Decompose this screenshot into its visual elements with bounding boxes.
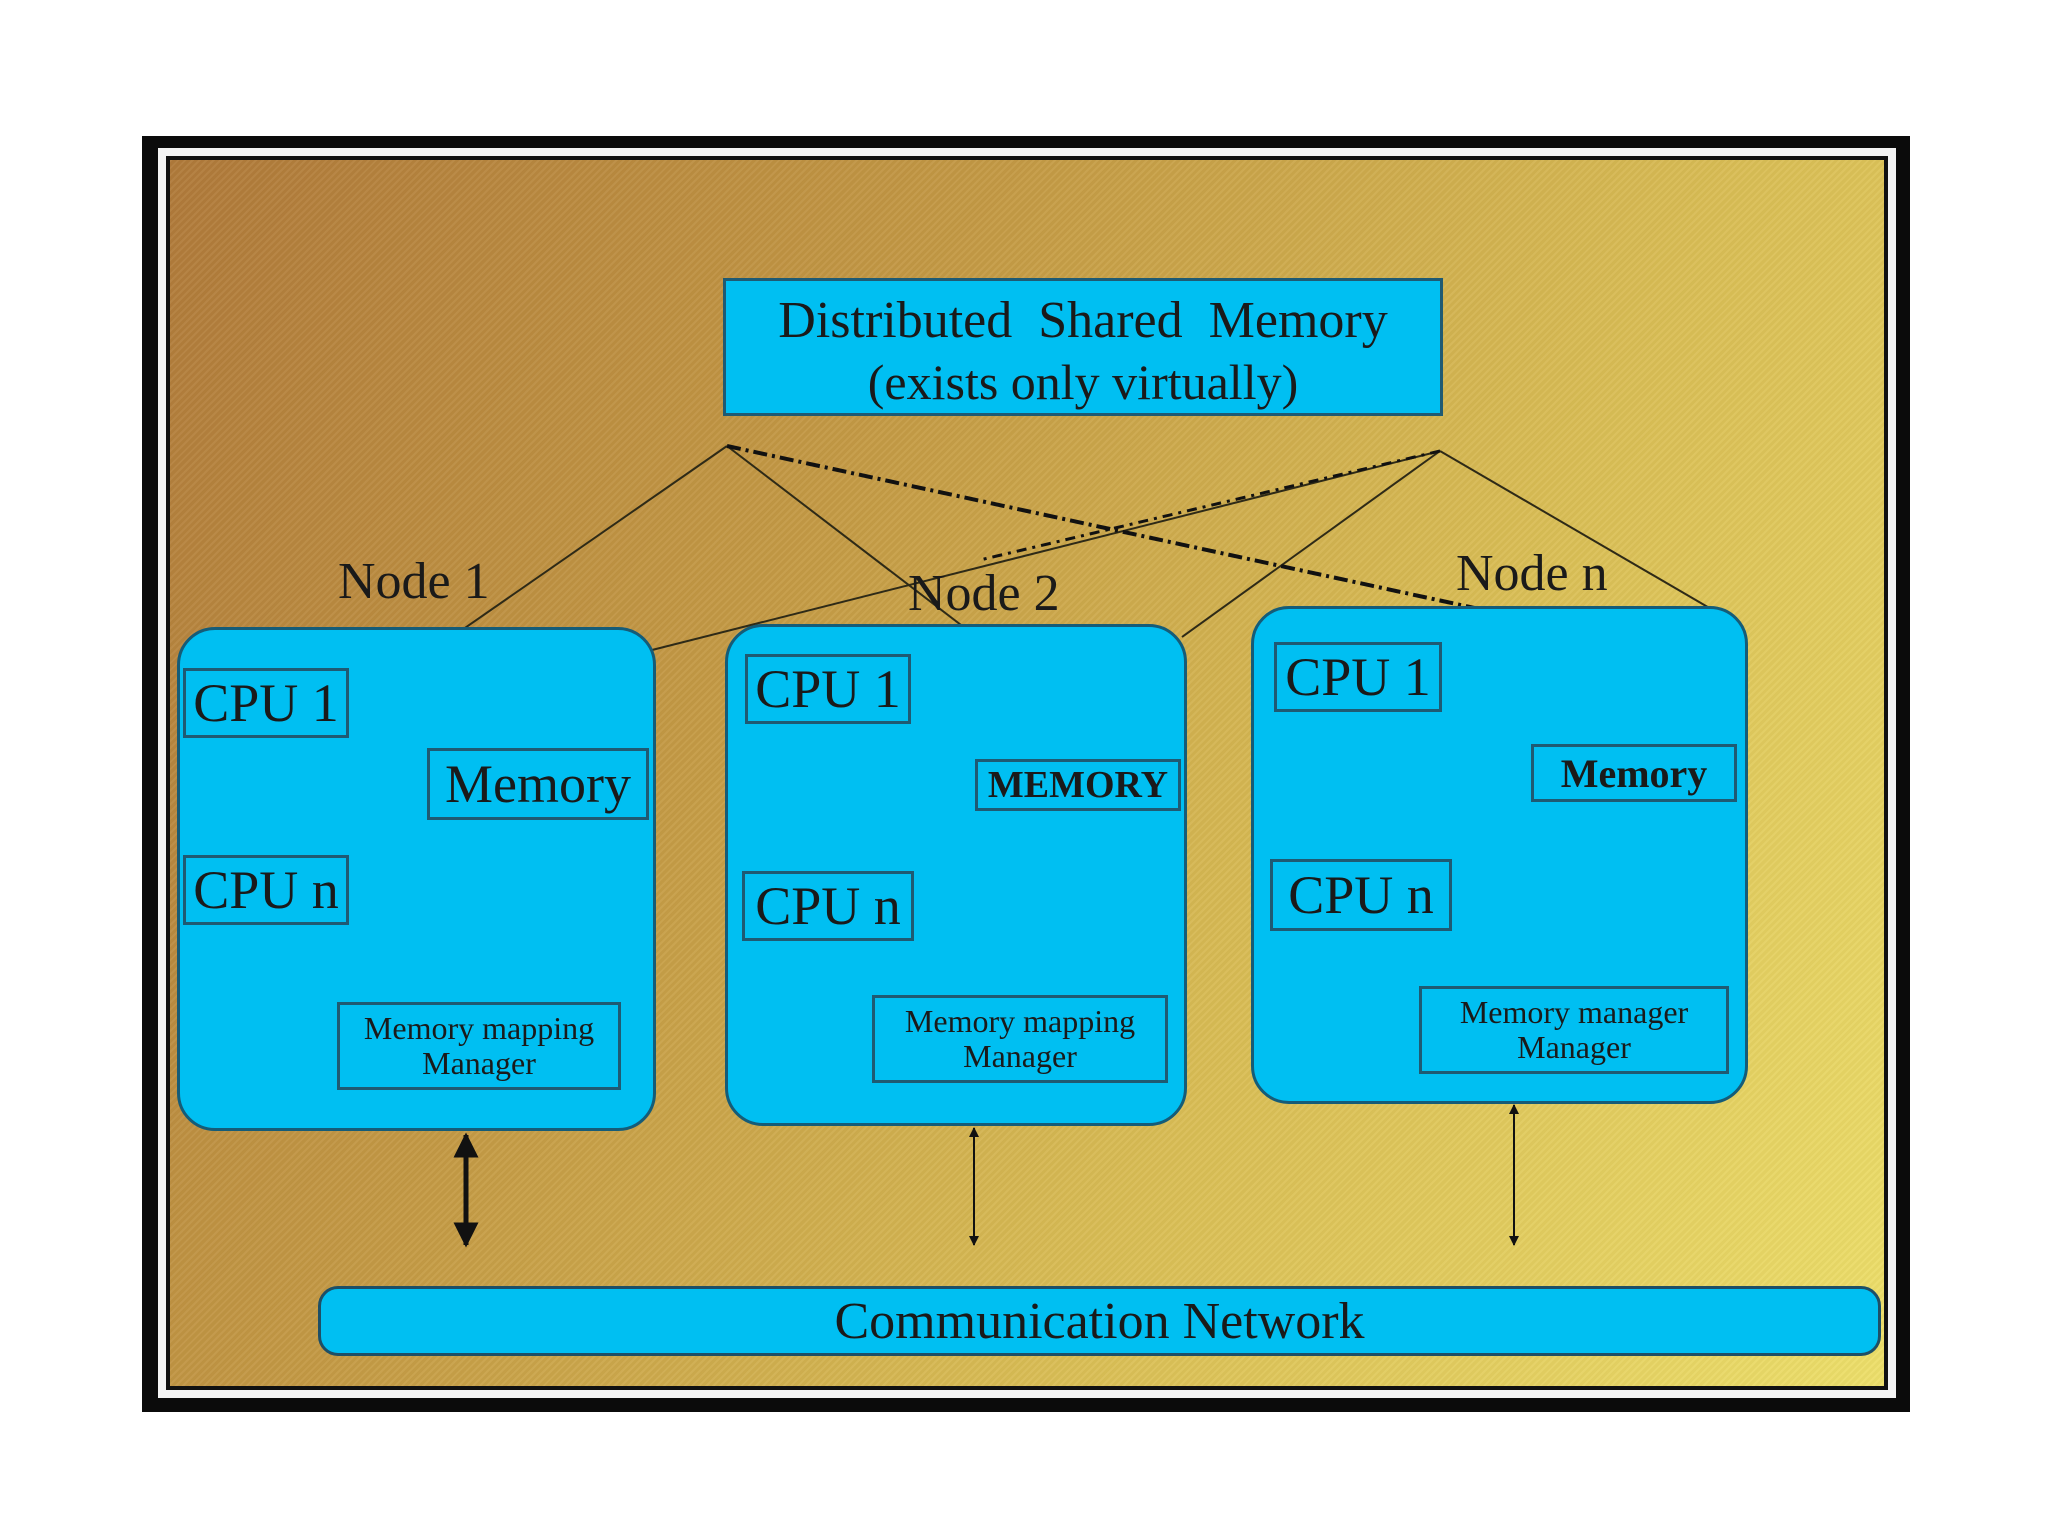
noden-memory-label: Memory (1560, 750, 1708, 796)
noden-manager: Memory manager Manager (1419, 986, 1729, 1074)
noden-cpun-label: CPU n (1288, 865, 1434, 925)
node1-memory: Memory (427, 748, 649, 820)
dsm-subtitle: (exists only virtually) (867, 354, 1299, 410)
noden-manager-line2: Manager (1517, 1029, 1631, 1065)
node1-manager-line2: Manager (422, 1045, 536, 1081)
node1-cpun: CPU n (183, 855, 349, 925)
node2-memory-label: MEMORY (987, 764, 1169, 806)
communication-network-label: Communication Network (834, 1292, 1365, 1350)
dsm-title: Distributed Shared Memory (778, 292, 1388, 349)
communication-network-bar: Communication Network (318, 1286, 1881, 1356)
noden-cpu1: CPU 1 (1274, 642, 1442, 712)
noden-cpu1-label: CPU 1 (1285, 647, 1431, 707)
noden-box: CPU 1 Memory CPU n Memory manager Manage… (1251, 606, 1748, 1104)
node2-title: Node 2 (908, 565, 1060, 622)
node1-cpu1-label: CPU 1 (193, 673, 339, 733)
noden-memory: Memory (1531, 744, 1737, 802)
dsm-box: Distributed Shared Memory (exists only v… (723, 278, 1443, 416)
node2-manager-line2: Manager (963, 1038, 1077, 1074)
node2-cpun: CPU n (742, 871, 914, 941)
node1-title: Node 1 (338, 553, 490, 610)
node1-cpu1: CPU 1 (183, 668, 349, 738)
node1-box: CPU 1 Memory CPU n Memory mapping Manage… (177, 627, 656, 1131)
node1-memory-label: Memory (445, 754, 631, 814)
node2-cpun-label: CPU n (755, 876, 901, 936)
node2-box: CPU 1 MEMORY CPU n Memory mapping Manage… (725, 624, 1187, 1126)
noden-manager-line1: Memory manager (1459, 993, 1689, 1030)
node1-manager: Memory mapping Manager (337, 1002, 621, 1090)
node2-manager: Memory mapping Manager (872, 995, 1168, 1083)
node1-cpun-label: CPU n (193, 860, 339, 920)
node2-memory: MEMORY (975, 759, 1181, 811)
node2-manager-line1: Memory mapping (904, 1002, 1136, 1039)
noden-cpun: CPU n (1270, 859, 1452, 931)
node2-cpu1: CPU 1 (745, 654, 911, 724)
node1-manager-line1: Memory mapping (363, 1009, 595, 1046)
noden-title: Node n (1456, 545, 1608, 602)
node2-cpu1-label: CPU 1 (755, 659, 901, 719)
